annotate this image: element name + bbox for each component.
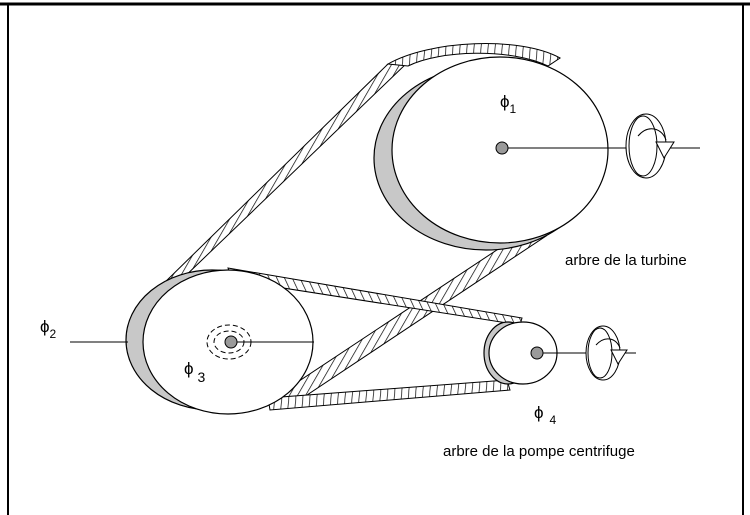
label-turbine-shaft: arbre de la turbine	[565, 252, 687, 269]
label-phi1: ϕ1	[500, 92, 517, 116]
rotation-arrow-icon	[625, 113, 675, 179]
pulley-1	[373, 56, 700, 251]
pulley-2	[70, 269, 314, 415]
label-phi2: ϕ2	[40, 317, 57, 341]
hub-1	[495, 141, 509, 155]
label-pump-shaft: arbre de la pompe centrifuge	[443, 443, 635, 460]
hub-2	[224, 335, 238, 349]
rotation-arrow-icon	[585, 325, 628, 381]
hub-4	[530, 346, 544, 360]
pulley-4	[483, 321, 636, 385]
